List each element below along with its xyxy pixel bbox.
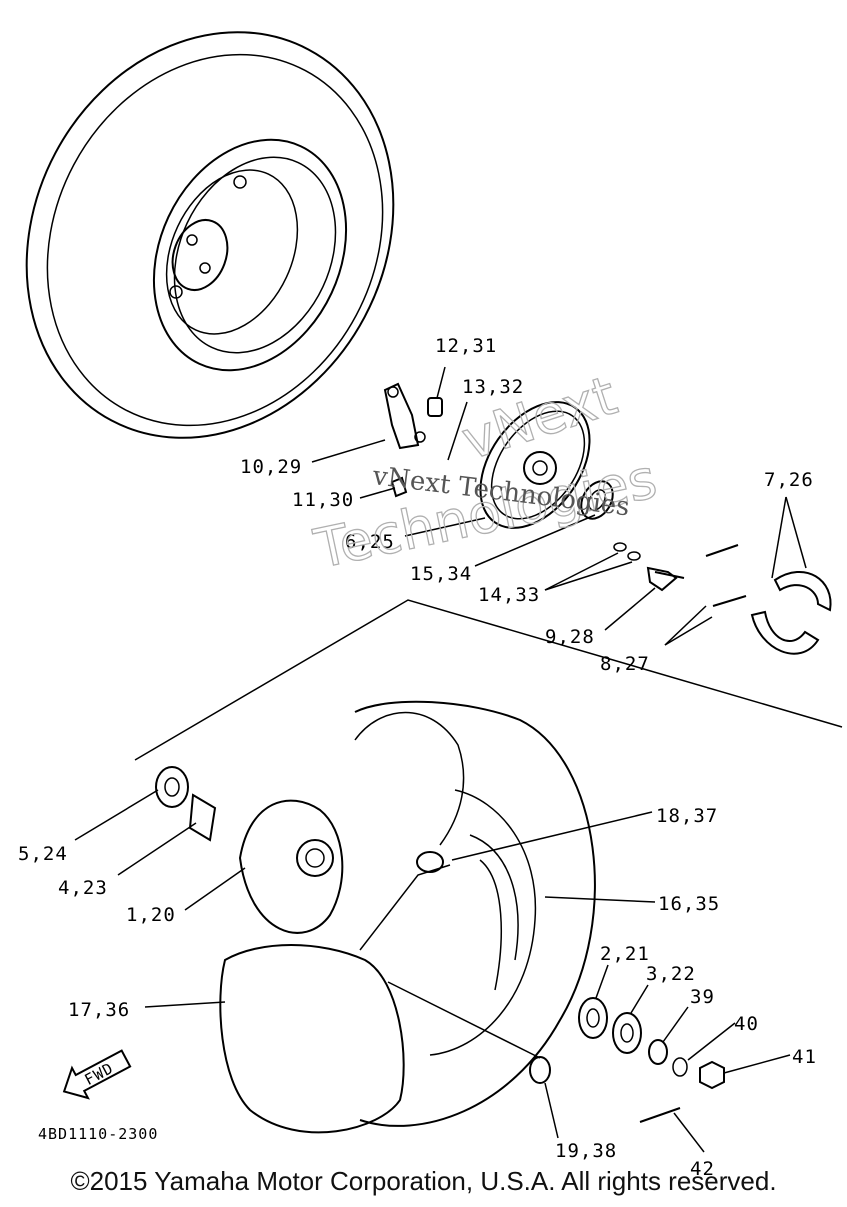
front-wheel-illustration (155, 700, 596, 1134)
callout-15-34: 15,34 (410, 563, 472, 585)
rear-wheel-illustration (25, 31, 395, 439)
callout-40: 40 (734, 1013, 759, 1035)
callout-5-24: 5,24 (18, 843, 68, 865)
callout-16-35: 16,35 (658, 893, 720, 915)
copyright-notice: ©2015 Yamaha Motor Corporation, U.S.A. A… (70, 1166, 777, 1196)
callout-1-20: 1,20 (126, 904, 176, 926)
callout-7-26: 7,26 (764, 469, 814, 491)
camshaft-illustration (646, 566, 685, 592)
callout-10-29: 10,29 (240, 456, 302, 478)
callout-6-25: 6,25 (345, 531, 395, 553)
callout-3-22: 3,22 (646, 963, 696, 985)
brake-arm-illustration (383, 382, 443, 498)
callout-8-27: 8,27 (600, 653, 650, 675)
callout-18-37: 18,37 (656, 805, 718, 827)
brake-plate-illustration (479, 401, 614, 529)
callout-12-31: 12,31 (435, 335, 497, 357)
callout-9-28: 9,28 (545, 626, 595, 648)
callout-39: 39 (690, 986, 715, 1008)
brake-shoes-illustration (705, 544, 832, 655)
o-rings-illustration (613, 542, 641, 561)
callout-11-30: 11,30 (292, 489, 354, 511)
fwd-arrow-icon: FWD (62, 1049, 132, 1100)
callout-19-38: 19,38 (555, 1140, 617, 1162)
callout-4-23: 4,23 (58, 877, 108, 899)
drawing-number: 4BD1110-2300 (38, 1125, 158, 1143)
callout-14-33: 14,33 (478, 584, 540, 606)
callout-42: 42 (690, 1158, 715, 1180)
leader-lines (74, 366, 807, 1153)
fwd-label: FWD (82, 1059, 117, 1089)
callout-2-21: 2,21 (600, 943, 650, 965)
callout-13-32: 13,32 (462, 376, 524, 398)
callout-17-36: 17,36 (68, 999, 130, 1021)
front-bearings-illustration (529, 997, 725, 1123)
callout-41: 41 (792, 1046, 817, 1068)
